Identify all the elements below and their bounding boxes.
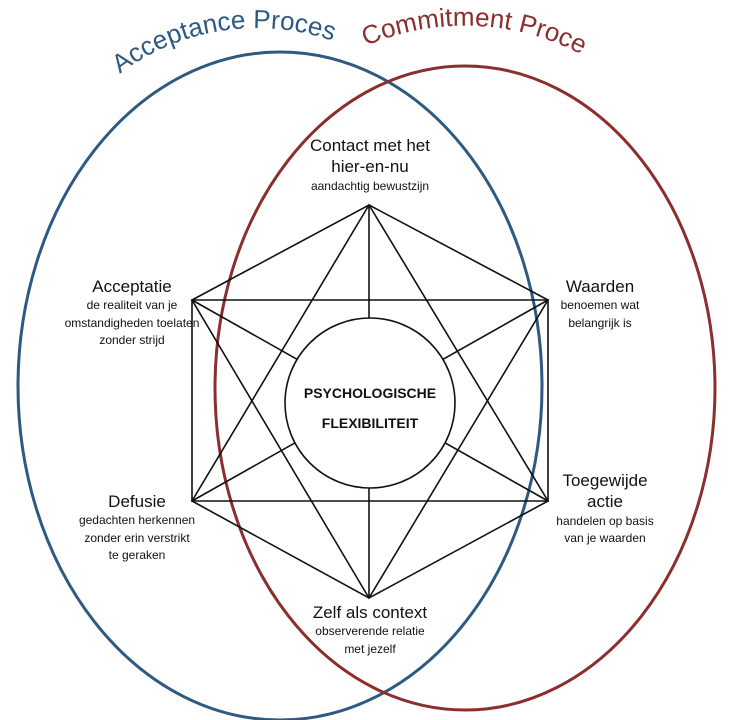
node-waarden-subtitle-line1: benoemen wat <box>560 298 640 313</box>
node-acceptatie-title: Acceptatie <box>92 277 172 296</box>
node-acceptatie: Acceptatie de realiteit van je omstandig… <box>42 276 222 349</box>
node-zelf-subtitle-line2: met jezelf <box>344 641 396 656</box>
node-acceptatie-subtitle-line1: de realiteit van je <box>86 298 178 313</box>
node-acceptatie-subtitle-line3: zonder strijd <box>99 333 165 348</box>
node-toegewijde-subtitle-line1: handelen op basis <box>556 513 654 528</box>
node-defusie-subtitle-line2: zonder erin verstrikt <box>84 530 190 545</box>
node-zelf-title: Zelf als context <box>312 603 428 622</box>
node-zelf-subtitle-line1: observerende relatie <box>315 624 425 639</box>
center-label-line1: PSYCHOLOGISCHE <box>303 385 437 401</box>
node-waarden: Waarden benoemen wat belangrijk is <box>530 276 670 332</box>
node-defusie-subtitle-line3: te geraken <box>108 548 166 563</box>
node-defusie-subtitle-line1: gedachten herkennen <box>78 513 196 528</box>
node-toegewijde-actie: Toegewijde actie handelen op basis van j… <box>530 470 680 547</box>
acceptance-process-label: Acceptance Proces <box>106 4 340 79</box>
center-circle <box>284 317 456 489</box>
node-contact-subtitle: aandachtig bewustzijn <box>310 178 430 193</box>
node-contact-title-line2: hier-en-nu <box>331 157 409 177</box>
acceptance-ellipse <box>16 50 544 720</box>
node-waarden-subtitle-line2: belangrijk is <box>568 315 632 330</box>
star-triangle-up <box>190 203 550 502</box>
node-toegewijde-title-line2: actie <box>587 492 623 512</box>
commitment-ellipse <box>213 64 717 712</box>
node-defusie: Defusie gedachten herkennen zonder erin … <box>52 491 222 564</box>
center-label-line2: FLEXIBILITEIT <box>321 415 419 431</box>
node-toegewijde-title-line1: Toegewijde <box>562 471 648 490</box>
node-defusie-title: Defusie <box>108 492 166 511</box>
node-toegewijde-subtitle-line2: van je waarden <box>564 530 646 545</box>
node-contact-title-line1: Contact met het <box>309 136 430 155</box>
node-acceptatie-subtitle-line2: omstandigheden toelaten <box>64 315 200 330</box>
node-zelf-als-context: Zelf als context observerende relatie me… <box>270 602 470 658</box>
center-label: PSYCHOLOGISCHE FLEXIBILITEIT <box>288 378 452 438</box>
star-triangle-down <box>190 299 550 600</box>
node-waarden-title: Waarden <box>565 277 635 296</box>
node-contact: Contact met het hier-en-nu aandachtig be… <box>270 135 470 195</box>
